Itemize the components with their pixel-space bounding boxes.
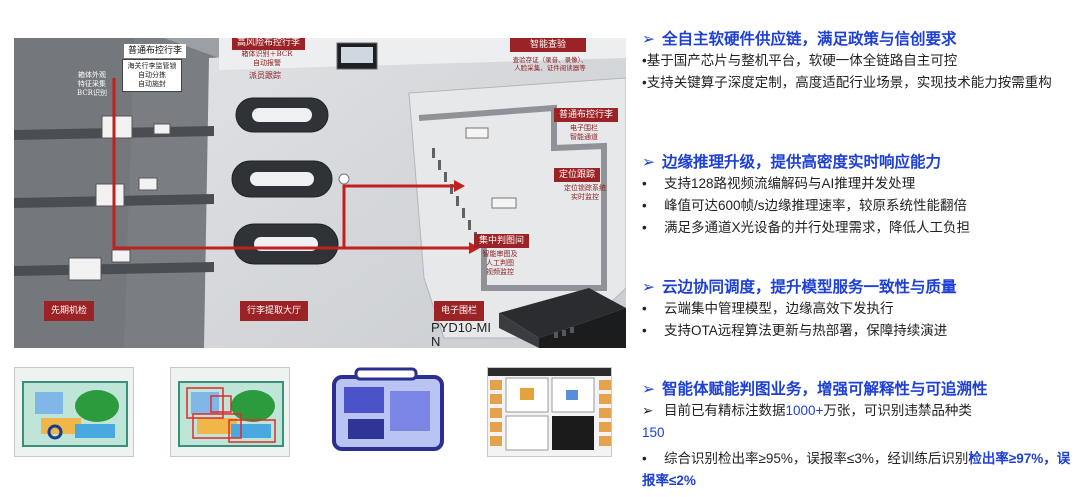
device-name: PYD10-MIN xyxy=(431,320,491,349)
arrow-icon: ➢ xyxy=(642,380,655,398)
arrow-icon: ➢ xyxy=(642,278,655,296)
list-item: • 支持OTA远程算法更新与热部署，保障持续演进 xyxy=(642,320,1072,342)
normal-baggage-desc-1: 海关行李监管锁 自动分拣 自动施封 xyxy=(122,59,182,92)
smart-inspection-title: 智能查验 xyxy=(510,38,586,52)
desc-line: BCR识别 xyxy=(77,89,107,97)
dispatch-track-label: 派员跟踪 xyxy=(249,71,281,80)
desc-line: 自动分拣 xyxy=(138,71,166,79)
arrow-icon: ➢ xyxy=(642,153,655,171)
list-item: • 支持128路视频流编解码与AI推理并发处理 xyxy=(642,173,1072,195)
desc-line: 自动施封 xyxy=(138,80,166,88)
central-review-desc: 智能审图及 人工判图 视频监控 xyxy=(472,250,528,277)
desc-line: 智能通道 xyxy=(570,133,598,141)
bullet-icon: • xyxy=(642,301,647,316)
location-track-desc: 定位锁踪系统 实时监控 xyxy=(550,184,620,202)
bullet-icon: • xyxy=(642,451,647,466)
desc-line: 实时监控 xyxy=(571,193,599,201)
desc-line: 箱体识别＋BCR xyxy=(241,50,293,58)
arrow-icon: ➢ xyxy=(642,30,655,48)
desc-line: 电子围栏 xyxy=(570,124,598,132)
section-title-text: 智能体赋能判图业务，增强可解释性与可追溯性 xyxy=(662,380,988,398)
smart-inspection-desc: 查验存证（录音、录像）、 人脸采集、证件阅读器等 xyxy=(500,56,600,72)
desc-line: 人工判图 xyxy=(486,259,514,267)
section-title: ➢ 智能体赋能判图业务，增强可解释性与可追溯性 xyxy=(642,378,1072,400)
list-item: •支持关键算子深度定制，高度适配行业场景，实现技术能力按需重构 xyxy=(642,72,1072,94)
section-1: ➢全自主软硬件供应链，满足政策与信创要求 •基于国产芯片与整机平台，软硬一体全链… xyxy=(642,28,1072,94)
section-3: ➢云边协同调度，提升模型服务一致性与质量 •云端集中管理模型，边缘高效下发执行 … xyxy=(642,276,1072,342)
section-title: ➢ 全自主软硬件供应链，满足政策与信创要求 xyxy=(642,28,1072,50)
item-text: 峰值可达600帧/s边缘推理速率，较原系统性能翻倍 xyxy=(664,198,968,213)
desc-line: 特征采集 xyxy=(78,80,106,88)
diagram-illustration xyxy=(14,38,626,348)
section-2: ➢ 边缘推理升级，提供高密度实时响应能力 • 支持128路视频流编解码与AI推理并发… xyxy=(642,151,1072,239)
bullet-icon: • xyxy=(642,53,647,68)
desc-line: 定位锁踪系统 xyxy=(564,184,606,192)
section-title: ➢ 边缘推理升级，提供高密度实时响应能力 xyxy=(642,151,1072,173)
list-item: • 峰值可达600帧/s边缘推理速率，较原系统性能翻倍 xyxy=(642,195,1072,217)
box-features-desc: 箱体外观 特征采集 BCR识别 xyxy=(72,71,112,98)
desc-line: 自动报警 xyxy=(253,59,281,67)
central-review-title: 集中判图间 xyxy=(474,234,530,248)
normal-baggage-title-2: 普通布控行李 xyxy=(554,108,619,122)
item-text: 支持128路视频流编解码与AI推理并发处理 xyxy=(664,176,916,191)
xray-bw-image xyxy=(326,367,450,457)
item-text: 综合识别检出率≥95%，误报率≤3%，经训练后识别 xyxy=(664,451,969,466)
arrow-bullet-icon: ➢ xyxy=(642,403,654,418)
high-risk-desc: 箱体识别＋BCR 自动报警 xyxy=(232,50,302,68)
list-item: ➢ 目前已有精标注数据1000+万张，可识别违禁品种类 150 xyxy=(642,400,1072,444)
customs-flow-diagram: 普通布控行李 海关行李监管锁 自动分拣 自动施封 箱体外观 特征采集 BCR识别… xyxy=(14,38,626,348)
section-title-text: 边缘推理升级，提供高密度实时响应能力 xyxy=(662,153,942,171)
section-title-text: 全自主软硬件供应链，满足政策与信创要求 xyxy=(662,30,957,48)
xray-color-image xyxy=(14,367,134,457)
item-text: 满足多通道X光设备的并行处理需求，降低人工负担 xyxy=(664,220,971,235)
normal-baggage-title-1: 普通布控行李 xyxy=(124,44,187,58)
item-highlight: 150 xyxy=(642,425,665,440)
desc-line: 查验存证（录音、录像）、 xyxy=(512,56,588,64)
item-text: 云端集中管理模型，边缘高效下发执行 xyxy=(664,301,894,316)
bullet-icon: • xyxy=(642,176,647,191)
high-risk-title: 高风险布控行李 xyxy=(232,38,306,50)
item-highlight: 1000+ xyxy=(785,403,824,418)
xray-detected-image xyxy=(170,367,290,457)
item-text: 万张，可识别违禁品种类 xyxy=(823,403,972,418)
bullet-icon: • xyxy=(642,323,647,338)
list-item: •基于国产芯片与整机平台，软硬一体全链路自主可控 xyxy=(642,50,1072,72)
zone-pre-check: 先期机检 xyxy=(44,301,95,321)
item-text: 支持OTA远程算法更新与热部署，保障持续演进 xyxy=(664,323,948,338)
desc-line: 视频监控 xyxy=(486,268,514,276)
bullet-icon: • xyxy=(642,198,647,213)
item-text: 支持关键算子深度定制，高度适配行业场景，实现技术能力按需重构 xyxy=(646,75,1052,90)
desc-line: 人脸采集、证件阅读器等 xyxy=(514,64,586,72)
desc-line: 海关行李监管锁 xyxy=(127,62,177,70)
review-software-screenshot xyxy=(487,367,612,457)
item-highlight: 检出率≥97%，误报率≤2% xyxy=(642,451,1071,488)
location-track-title: 定位跟踪 xyxy=(554,168,601,182)
section-4: ➢ 智能体赋能判图业务，增强可解释性与可追溯性 ➢ 目前已有精标注数据1000+万张… xyxy=(642,378,1072,492)
desc-line: 箱体外观 xyxy=(78,71,106,79)
item-text: 基于国产芯片与整机平台，软硬一体全链路自主可控 xyxy=(646,53,958,68)
bullet-icon: • xyxy=(642,220,647,235)
section-title: ➢ 云边协同调度，提升模型服务一致性与质量 xyxy=(642,276,1072,298)
zone-e-fence: 电子围栏 xyxy=(434,301,485,321)
desc-line: 智能审图及 xyxy=(482,250,518,258)
list-item: • 满足多通道X光设备的并行处理需求，降低人工负担 xyxy=(642,217,1072,239)
list-item: • 云端集中管理模型，边缘高效下发执行 xyxy=(642,298,1072,320)
zone-baggage-hall: 行李提取大厅 xyxy=(240,301,309,321)
list-item: • 综合识别检出率≥95%，误报率≤3%，经训练后识别检出率≥97%，误报率≤2% xyxy=(642,448,1072,492)
bullet-icon: • xyxy=(642,75,647,90)
item-text: 目前已有精标注数据 xyxy=(664,403,786,418)
section-title-text: 云边协同调度，提升模型服务一致性与质量 xyxy=(662,278,957,296)
normal-baggage-desc-2: 电子围栏 智能通道 xyxy=(554,124,614,142)
